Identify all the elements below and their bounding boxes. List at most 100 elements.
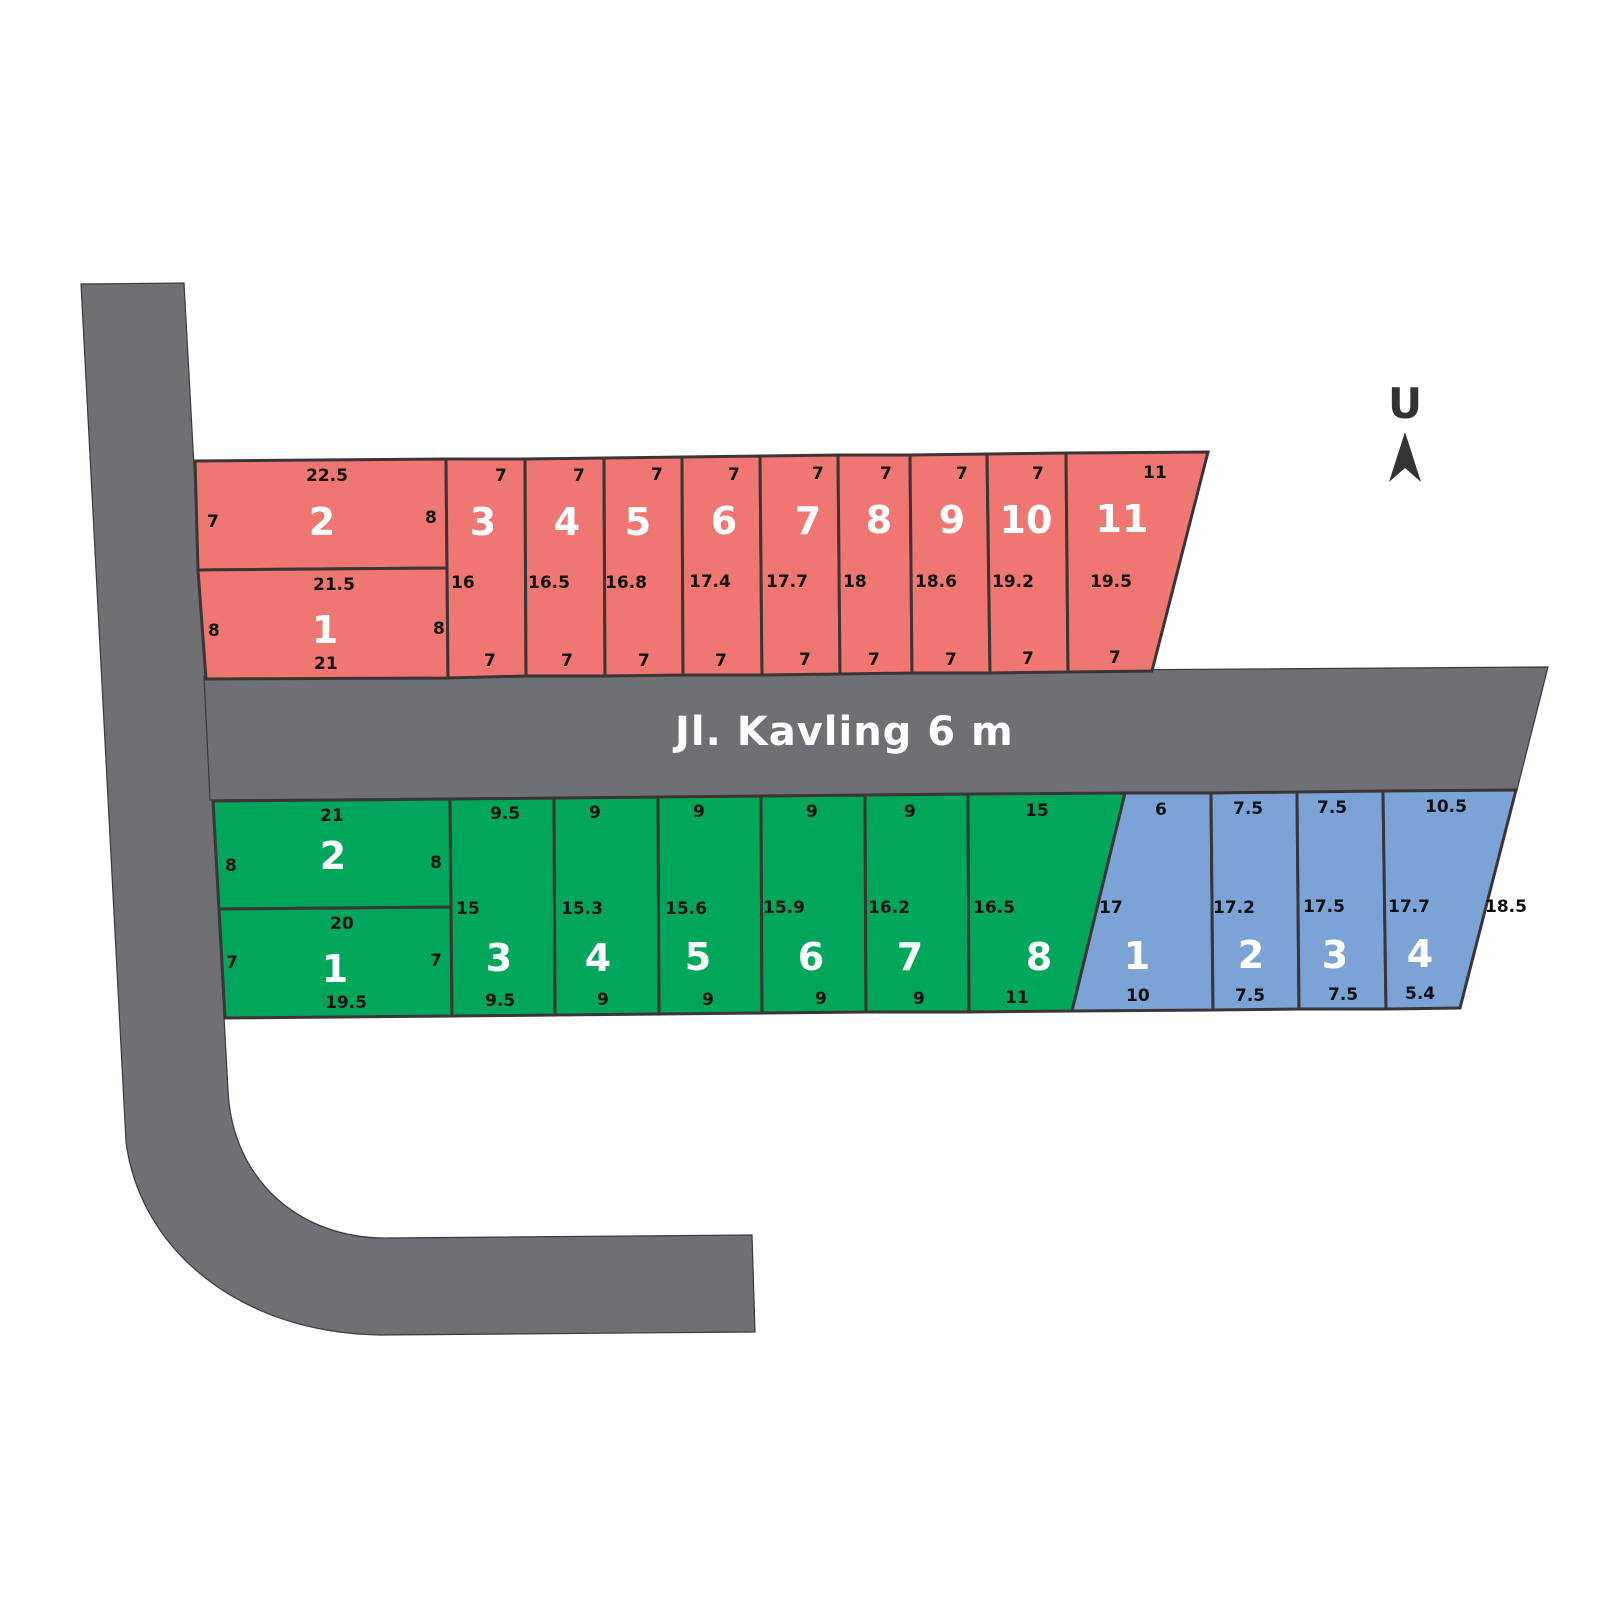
lot-number-north-1: 1 bbox=[312, 608, 338, 652]
lot-number-north-4: 4 bbox=[554, 500, 580, 544]
dim-east-2-bottom: 7.5 bbox=[1235, 986, 1265, 1006]
lot-number-south-7: 7 bbox=[897, 935, 923, 979]
dim-south-6-side: 15.9 bbox=[763, 898, 805, 918]
north-lot-labels: 22.5 7 8 2 21.5 8 8 21 1 7 3 16 7 7 4 16… bbox=[207, 463, 1167, 674]
dim-east-2-side: 17.2 bbox=[1213, 898, 1255, 918]
dim-north-5-bottom: 7 bbox=[638, 651, 650, 671]
dim-north-8-side: 18 bbox=[843, 572, 867, 592]
dim-east-1-side: 17 bbox=[1099, 898, 1123, 918]
dim-north-4-bottom: 7 bbox=[561, 651, 573, 671]
dim-north-8-top: 7 bbox=[880, 464, 892, 484]
dim-north-3-bottom: 7 bbox=[484, 651, 496, 671]
north-arrow-icon bbox=[1389, 432, 1421, 482]
compass-letter: U bbox=[1388, 379, 1422, 428]
lot-number-north-9: 9 bbox=[939, 498, 965, 542]
dim-north-10-top: 7 bbox=[1032, 464, 1044, 484]
road-label: Jl. Kavling 6 m bbox=[672, 709, 1014, 755]
lot-north-7[interactable] bbox=[758, 453, 842, 677]
lot-number-east-4: 4 bbox=[1407, 932, 1433, 976]
east-lot-labels: 6 17 1 10 7.5 17.2 2 7.5 7.5 17.5 3 7.5 … bbox=[1099, 797, 1527, 1006]
dim-north-7-side: 17.7 bbox=[766, 572, 808, 592]
dim-north-1-right: 8 bbox=[433, 619, 445, 639]
dim-south-1-top: 20 bbox=[330, 914, 354, 934]
dim-south-2-top: 21 bbox=[320, 806, 344, 826]
dim-south-8-top: 15 bbox=[1025, 801, 1049, 821]
dim-south-2-right: 8 bbox=[430, 853, 442, 873]
dim-north-9-bottom: 7 bbox=[945, 650, 957, 670]
lot-north-11[interactable] bbox=[1064, 450, 1210, 674]
lot-number-south-8: 8 bbox=[1026, 935, 1052, 979]
dim-south-8-side: 16.5 bbox=[973, 898, 1015, 918]
dim-east-2-top: 7.5 bbox=[1233, 799, 1263, 819]
lot-north-6[interactable] bbox=[680, 454, 764, 677]
lot-number-north-3: 3 bbox=[470, 500, 496, 544]
dim-east-4-right: 18.5 bbox=[1485, 897, 1527, 917]
dim-south-1-bottom: 19.5 bbox=[325, 993, 367, 1013]
lot-number-north-5: 5 bbox=[625, 500, 651, 544]
lot-north-3[interactable] bbox=[444, 457, 528, 680]
block-east bbox=[1070, 788, 1518, 1013]
dim-east-1-top: 6 bbox=[1155, 800, 1167, 820]
dim-north-4-top: 7 bbox=[573, 466, 585, 486]
lot-number-north-8: 8 bbox=[866, 498, 892, 542]
lot-number-north-11: 11 bbox=[1096, 497, 1149, 541]
dim-north-5-top: 7 bbox=[651, 465, 663, 485]
compass: U bbox=[1388, 379, 1422, 482]
dim-south-6-bottom: 9 bbox=[815, 989, 827, 1009]
dim-south-1-left: 7 bbox=[226, 953, 238, 973]
lot-north-5[interactable] bbox=[602, 455, 685, 678]
dim-east-4-bottom: 5.4 bbox=[1405, 984, 1435, 1004]
lot-number-north-10: 10 bbox=[1000, 498, 1053, 542]
dim-south-4-side: 15.3 bbox=[561, 899, 603, 919]
dim-south-5-bottom: 9 bbox=[702, 990, 714, 1010]
dim-north-3-top: 7 bbox=[495, 466, 507, 486]
lot-north-9[interactable] bbox=[908, 452, 992, 675]
dim-south-2-left: 8 bbox=[225, 856, 237, 876]
lot-number-east-3: 3 bbox=[1322, 933, 1348, 977]
dim-north-1-bottom: 21 bbox=[314, 654, 338, 674]
dim-north-2-left: 7 bbox=[207, 512, 219, 532]
lot-number-south-1: 1 bbox=[322, 947, 348, 991]
lot-number-east-2: 2 bbox=[1238, 933, 1264, 977]
dim-east-4-side: 17.7 bbox=[1388, 897, 1430, 917]
lot-north-4[interactable] bbox=[523, 456, 607, 678]
dim-north-7-bottom: 7 bbox=[799, 650, 811, 670]
dim-north-4-side: 16.5 bbox=[528, 573, 570, 593]
dim-north-9-side: 18.6 bbox=[915, 572, 957, 592]
lot-north-8[interactable] bbox=[836, 453, 914, 676]
dim-south-7-bottom: 9 bbox=[913, 989, 925, 1009]
dim-south-7-side: 16.2 bbox=[868, 898, 910, 918]
dim-north-6-top: 7 bbox=[728, 465, 740, 485]
dim-north-11-side: 19.5 bbox=[1090, 572, 1132, 592]
dim-north-2-top: 22.5 bbox=[306, 466, 348, 486]
dim-north-8-bottom: 7 bbox=[868, 650, 880, 670]
dim-south-3-side: 15 bbox=[456, 899, 480, 919]
dim-east-3-bottom: 7.5 bbox=[1328, 985, 1358, 1005]
lot-number-north-2: 2 bbox=[309, 500, 335, 544]
dim-south-4-bottom: 9 bbox=[597, 990, 609, 1010]
lot-number-north-6: 6 bbox=[711, 499, 737, 543]
block-north bbox=[193, 450, 1210, 681]
dim-east-3-top: 7.5 bbox=[1317, 798, 1347, 818]
dim-south-1-right: 7 bbox=[430, 951, 442, 971]
dim-north-11-top: 11 bbox=[1143, 463, 1167, 483]
dim-north-9-top: 7 bbox=[956, 464, 968, 484]
dim-north-6-bottom: 7 bbox=[715, 651, 727, 671]
lot-number-south-3: 3 bbox=[486, 936, 512, 980]
road-west-curved bbox=[80, 282, 756, 1336]
dim-north-7-top: 7 bbox=[812, 464, 824, 484]
lot-east-4[interactable] bbox=[1381, 788, 1518, 1011]
dim-north-3-side: 16 bbox=[451, 573, 475, 593]
dim-south-5-top: 9 bbox=[693, 802, 705, 822]
lot-number-south-5: 5 bbox=[685, 935, 711, 979]
lot-number-north-7: 7 bbox=[795, 499, 821, 543]
lot-north-10[interactable] bbox=[985, 451, 1070, 675]
dim-north-1-top: 21.5 bbox=[313, 575, 355, 595]
dim-south-4-top: 9 bbox=[589, 803, 601, 823]
block-south bbox=[211, 791, 1127, 1020]
dim-south-8-bottom: 11 bbox=[1005, 988, 1029, 1008]
dim-east-1-bottom: 10 bbox=[1126, 986, 1150, 1006]
dim-south-3-top: 9.5 bbox=[490, 804, 520, 824]
lot-number-south-6: 6 bbox=[798, 935, 824, 979]
